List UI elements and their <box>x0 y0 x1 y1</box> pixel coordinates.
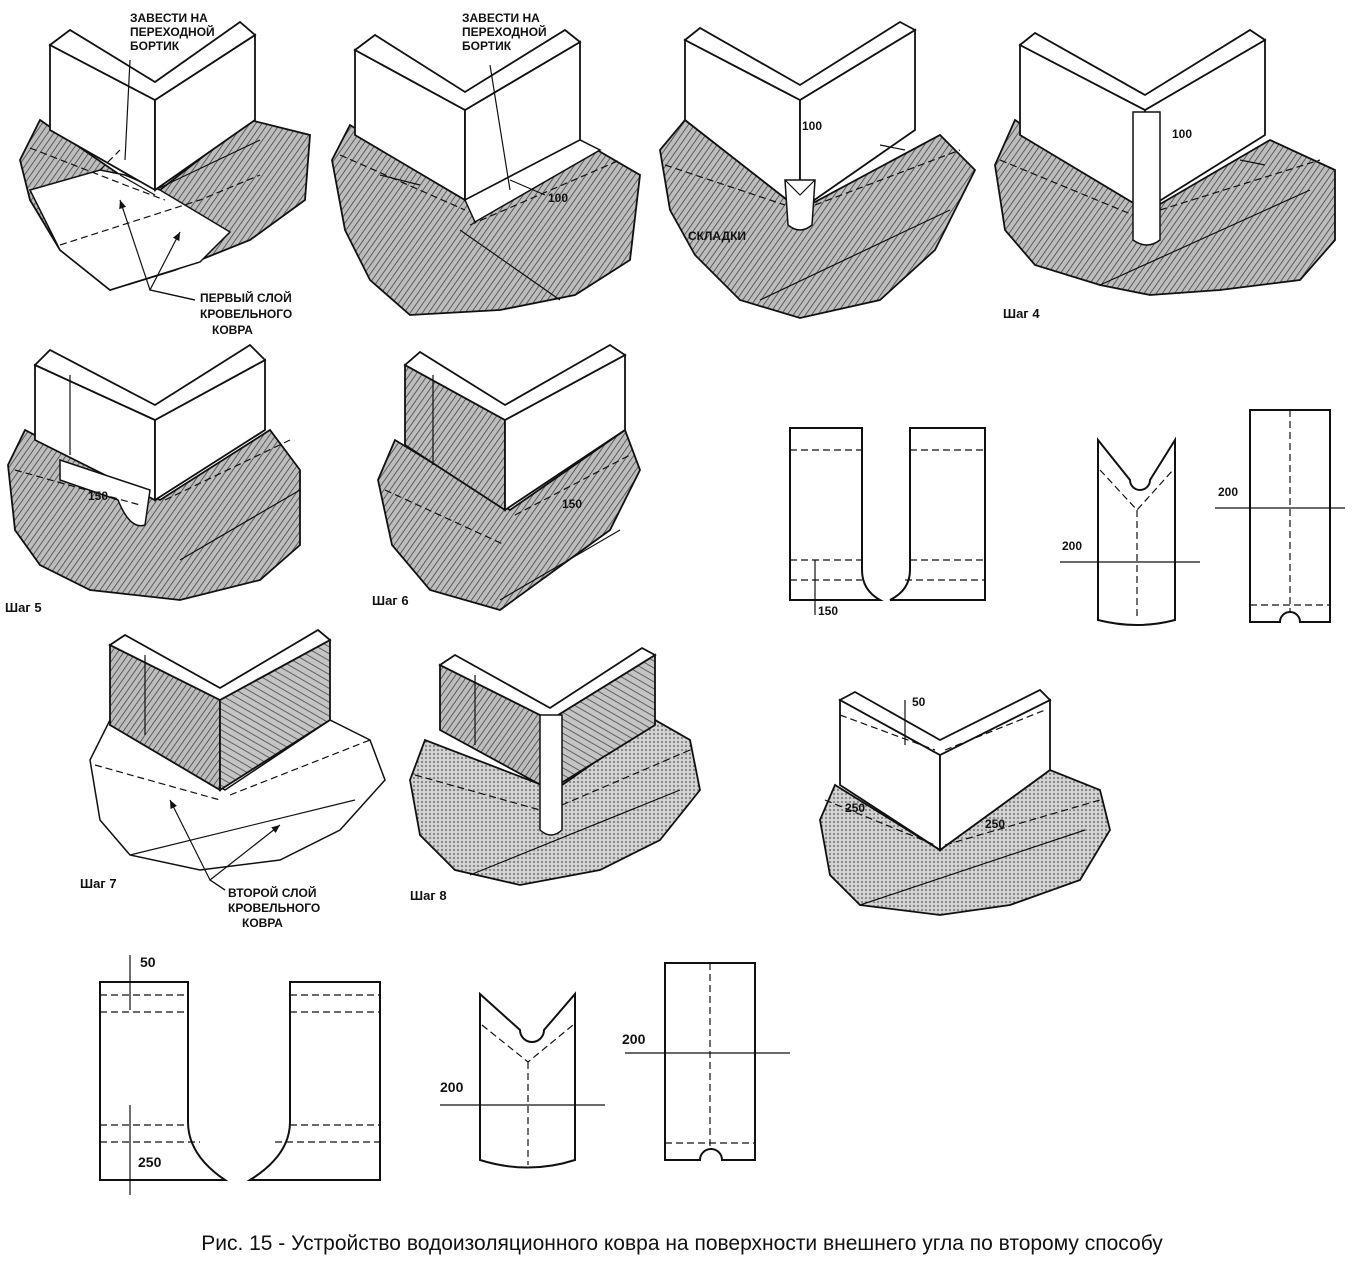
label-second-layer-line1: ВТОРОЙ СЛОЙ <box>228 885 316 900</box>
label-first-layer-line3: КОВРА <box>212 323 253 337</box>
drawing-step-6 <box>377 343 641 611</box>
label-first-layer-line1: ПЕРВЫЙ СЛОЙ <box>200 290 292 305</box>
template-strip-200 <box>1215 409 1345 623</box>
roof-surface-3 <box>659 118 977 319</box>
figure-caption: Рис. 15 - Устройство водоизоляционного к… <box>201 1232 1163 1255</box>
template-v-piece-200 <box>1060 436 1200 626</box>
dim-50-final: 50 <box>912 695 926 709</box>
label-folds: СКЛАДКИ <box>688 229 746 243</box>
dim-200-strip: 200 <box>1218 485 1238 499</box>
bottom-template-v-piece-200 <box>440 991 605 1169</box>
dim-250-final-right: 250 <box>985 817 1005 831</box>
drawing-step-4 <box>994 28 1336 296</box>
label-zavesti-2-line3: БОРТИК <box>462 39 512 53</box>
dim-250-bottom: 250 <box>138 1154 162 1170</box>
dim-200-bottom-strip: 200 <box>622 1031 646 1047</box>
label-zavesti-1-line1: ЗАВЕСТИ НА <box>130 11 208 25</box>
bottom-template-pieces-250 <box>99 955 381 1195</box>
label-second-layer-line3: КОВРА <box>242 916 283 930</box>
dim-100-step3: 100 <box>802 119 822 133</box>
fold-strip-5 <box>59 458 151 527</box>
dim-150-step5: 150 <box>88 489 108 503</box>
dim-100-step2: 100 <box>548 191 568 205</box>
fold-strip-3 <box>784 179 816 231</box>
drawing-step-2 <box>331 28 641 316</box>
step-6-label: Шаг 6 <box>372 593 409 608</box>
label-first-layer-line2: КРОВЕЛЬНОГО <box>200 307 292 321</box>
template-pieces-150 <box>789 427 986 615</box>
wall-top-9 <box>838 688 1052 757</box>
drawing-step-5 <box>7 343 301 601</box>
label-zavesti-1-line2: ПЕРЕХОДНОЙ <box>130 24 215 39</box>
wall-top-5 <box>33 343 267 422</box>
dim-150-template: 150 <box>818 604 838 618</box>
label-zavesti-2-line1: ЗАВЕСТИ НА <box>462 11 540 25</box>
wall-top-6 <box>403 343 627 422</box>
wall-top-7 <box>108 628 332 702</box>
wall-top-2 <box>353 28 582 112</box>
dim-250-final-left: 250 <box>845 801 865 815</box>
drawing-step-7 <box>89 628 386 891</box>
label-zavesti-2-line2: ПЕРЕХОДНОЙ <box>462 24 547 39</box>
dim-200-bottom-vpiece: 200 <box>440 1079 464 1095</box>
drawing-step-1 <box>19 20 311 301</box>
step-8-label: Шаг 8 <box>410 888 447 903</box>
drawing-final-corner <box>819 688 1111 916</box>
step-4-label: Шаг 4 <box>1003 306 1040 321</box>
dim-50-bottom: 50 <box>140 954 156 970</box>
wall-top-1 <box>48 20 257 102</box>
drawing-step-3 <box>659 20 977 319</box>
label-second-layer-line2: КРОВЕЛЬНОГО <box>228 901 320 915</box>
dim-200-vpiece: 200 <box>1062 539 1082 553</box>
wall-top-4 <box>1018 28 1267 112</box>
wall-top-3 <box>683 20 917 102</box>
label-zavesti-1-line3: БОРТИК <box>130 39 180 53</box>
corner-strip-4 <box>1132 111 1161 246</box>
dim-150-step6: 150 <box>562 497 582 511</box>
corner-strip-8 <box>539 714 563 836</box>
drawing-step-8 <box>409 646 701 886</box>
step-7-label: Шаг 7 <box>80 876 117 891</box>
dim-100-step4: 100 <box>1172 127 1192 141</box>
bottom-template-strip-200 <box>625 962 790 1161</box>
step-5-label: Шаг 5 <box>5 600 42 615</box>
roof-surface-6 <box>377 428 641 611</box>
